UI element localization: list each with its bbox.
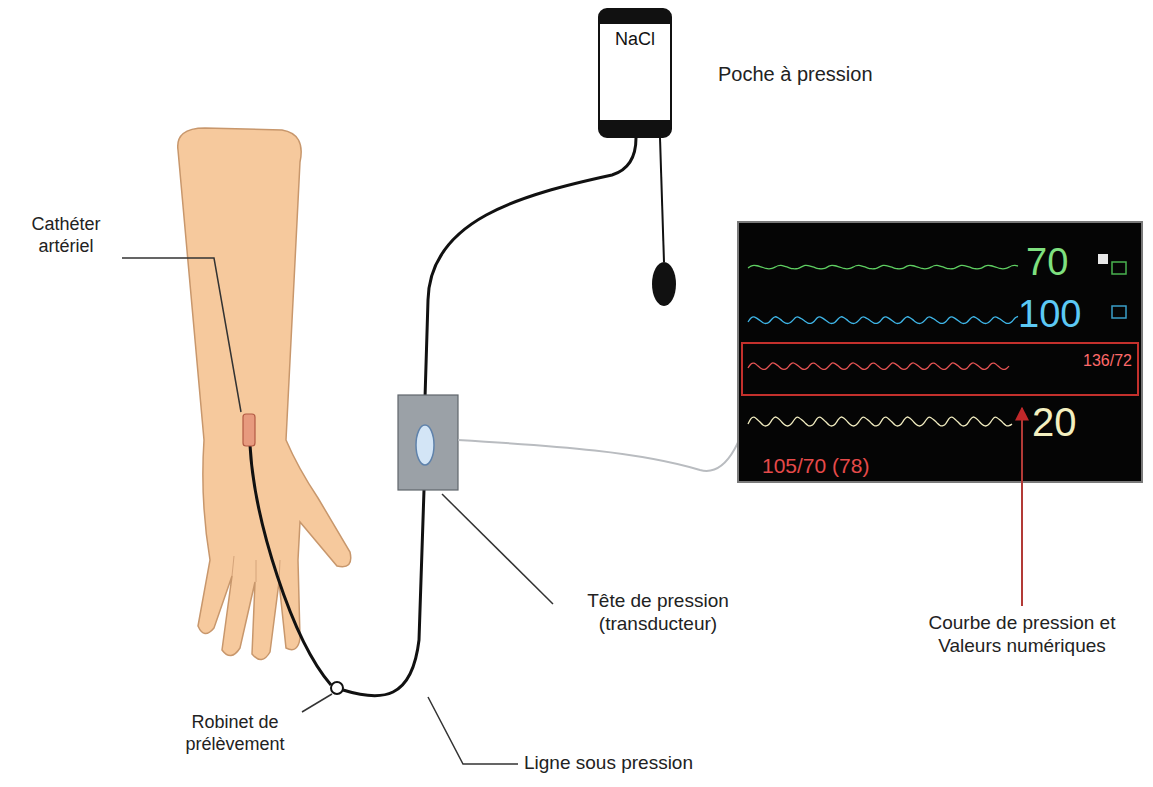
transducer-cable bbox=[458, 398, 752, 471]
monitor: 70 100 20 105/70 (78) 136/72 bbox=[738, 222, 1142, 482]
monitor-value: 136/72 bbox=[1083, 352, 1132, 370]
transducer-dome bbox=[416, 425, 434, 465]
waveform bbox=[748, 316, 1018, 323]
arterial-catheter bbox=[243, 414, 255, 446]
leader-line bbox=[442, 494, 553, 604]
leader-line bbox=[428, 697, 518, 764]
monitor-value: 105/70 (78) bbox=[762, 454, 869, 477]
waveform bbox=[748, 265, 1018, 268]
monitor-value: 100 bbox=[1018, 294, 1081, 336]
transducer-label: Tête de pression (transducteur) bbox=[558, 590, 758, 636]
monitor-screen bbox=[738, 222, 1142, 482]
pointer-arrow bbox=[1021, 408, 1023, 606]
monitor-waveforms bbox=[748, 265, 1018, 426]
pressure-transducer bbox=[398, 395, 458, 490]
stopcock-label: Robinet de prélèvement bbox=[160, 712, 310, 755]
stopcock bbox=[331, 682, 343, 694]
catheter-label: Cathéter artériel bbox=[10, 214, 122, 257]
arm bbox=[178, 128, 351, 660]
pressure-line bbox=[343, 490, 424, 696]
highlight-row: 136/72 bbox=[741, 342, 1139, 396]
monitor-icon bbox=[1112, 306, 1126, 318]
pressure-bag: NaCl bbox=[598, 8, 672, 138]
monitor-value: 20 bbox=[1032, 400, 1077, 444]
line-label: Ligne sous pression bbox=[524, 752, 693, 775]
node-label: NaCl bbox=[604, 30, 666, 50]
inflation-bulb bbox=[652, 262, 676, 306]
bag-label: Poche à pression bbox=[718, 62, 873, 86]
monitor-icon bbox=[1112, 262, 1126, 274]
bulb-tube bbox=[660, 138, 664, 262]
arterial-line bbox=[250, 445, 331, 685]
waveform-label: Courbe de pression et Valeurs numériques bbox=[922, 612, 1122, 658]
waveform bbox=[748, 417, 1012, 426]
monitor-icon bbox=[1098, 254, 1108, 264]
waveform bbox=[748, 363, 1009, 370]
leader-line bbox=[122, 258, 241, 412]
leader-line bbox=[302, 694, 332, 712]
flush-line bbox=[425, 138, 636, 398]
monitor-value: 70 bbox=[1026, 242, 1068, 284]
